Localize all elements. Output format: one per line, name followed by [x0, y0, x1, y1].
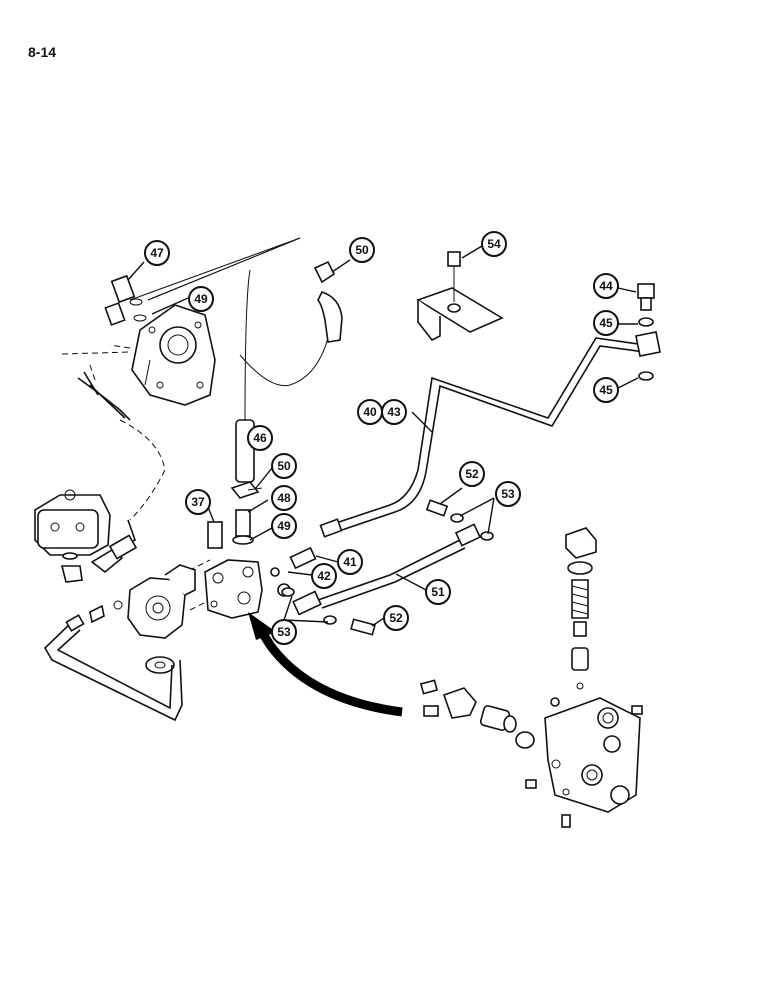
callout-42: 42 — [311, 563, 337, 589]
callout-45: 45 — [593, 377, 619, 403]
callout-47: 47 — [144, 240, 170, 266]
assembly-arrow — [248, 612, 403, 717]
svg-text:44: 44 — [599, 279, 613, 293]
suction-hose — [77, 371, 136, 546]
svg-text:53: 53 — [277, 625, 291, 639]
pump-housing — [131, 304, 216, 406]
callout-54: 54 — [481, 231, 507, 257]
callout-52: 52 — [459, 461, 485, 487]
callout-50: 50 — [349, 237, 375, 263]
svg-text:43: 43 — [387, 405, 401, 419]
svg-text:41: 41 — [343, 555, 357, 569]
return-pipe — [43, 614, 183, 722]
priority-pump — [89, 564, 196, 674]
bracket-54 — [416, 251, 504, 342]
callout-49: 49 — [271, 513, 297, 539]
svg-text:48: 48 — [277, 491, 291, 505]
svg-text:49: 49 — [277, 519, 291, 533]
callout-50: 50 — [271, 453, 297, 479]
banjo-bolt-44 — [637, 283, 655, 381]
svg-text:51: 51 — [431, 585, 445, 599]
svg-text:52: 52 — [465, 467, 479, 481]
callout-49: 49 — [188, 286, 214, 312]
svg-text:37: 37 — [191, 495, 205, 509]
svg-text:49: 49 — [194, 292, 208, 306]
page-number: 8-14 — [28, 44, 57, 60]
svg-text:50: 50 — [355, 243, 369, 257]
fasteners — [281, 499, 494, 636]
callout-45: 45 — [593, 310, 619, 336]
control-valve — [204, 509, 322, 619]
callout-52: 52 — [383, 605, 409, 631]
leader-lines — [127, 245, 639, 627]
callout-43: 43 — [381, 399, 407, 425]
hose-clamp-top — [313, 260, 343, 343]
svg-text:50: 50 — [277, 459, 291, 473]
callout-48: 48 — [271, 485, 297, 511]
svg-text:53: 53 — [501, 487, 515, 501]
callout-37: 37 — [185, 489, 211, 515]
callout-53: 53 — [495, 481, 521, 507]
elbow-fitting — [104, 274, 147, 326]
callout-51: 51 — [425, 579, 451, 605]
svg-text:42: 42 — [317, 569, 331, 583]
pressure-pipe-40-43 — [319, 331, 661, 538]
svg-text:45: 45 — [599, 383, 613, 397]
svg-text:45: 45 — [599, 316, 613, 330]
relief-valve-assembly — [515, 527, 643, 828]
callout-40: 40 — [357, 399, 383, 425]
svg-text:47: 47 — [150, 246, 164, 260]
pipe-51 — [317, 523, 482, 609]
svg-text:54: 54 — [487, 237, 501, 251]
solenoid-assembly — [419, 679, 517, 733]
callout-46: 46 — [247, 425, 273, 451]
svg-text:52: 52 — [389, 611, 403, 625]
callout-44: 44 — [593, 273, 619, 299]
svg-text:40: 40 — [363, 405, 377, 419]
callout-group: 47 50 54 44 45 49 45 40 — [144, 231, 619, 645]
gear-pump — [34, 489, 138, 583]
callout-53: 53 — [271, 619, 297, 645]
callout-41: 41 — [337, 549, 363, 575]
svg-text:46: 46 — [253, 431, 267, 445]
